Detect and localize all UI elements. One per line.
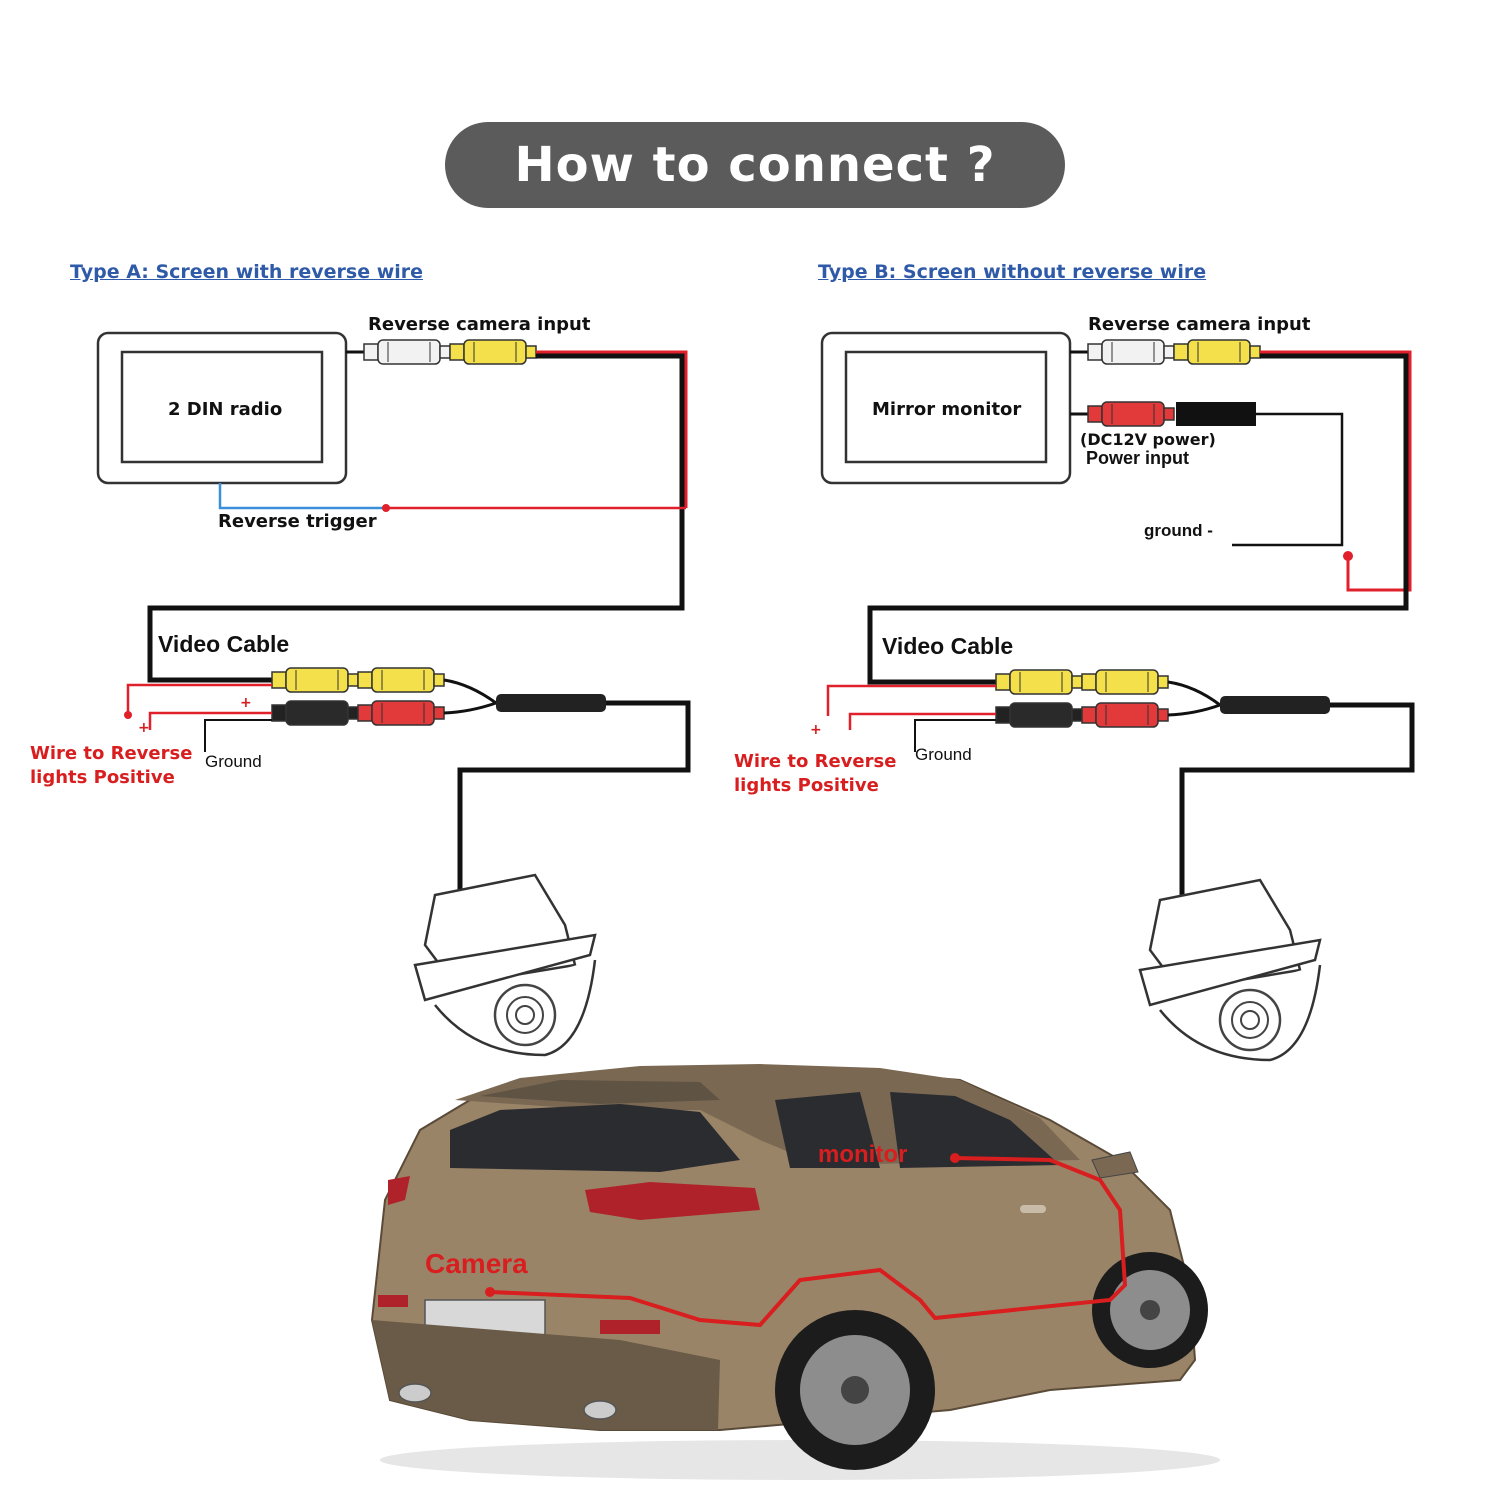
camera-b-icon <box>1138 878 1322 1062</box>
camera-plug-b <box>1220 696 1330 714</box>
type-b-wire-line1: Wire to Reverse <box>734 751 897 772</box>
car-illustration <box>370 1064 1220 1480</box>
type-a-plus-1: + <box>240 695 252 711</box>
type-a-input-label: Reverse camera input <box>368 314 591 335</box>
type-b-wire-label: Wire to Reverse lights Positive <box>734 750 896 798</box>
dc-plug <box>1176 402 1256 426</box>
type-a-heading: Type A: Screen with reverse wire <box>70 261 424 283</box>
type-a-device-label: 2 DIN radio <box>168 399 283 420</box>
monitor-label: monitor <box>818 1141 908 1168</box>
type-a-wire-line2: lights Positive <box>30 767 175 788</box>
camera-plug <box>496 694 606 712</box>
rca-red-power-b <box>1087 401 1175 427</box>
type-a-wire-label: Wire to Reverse lights Positive <box>30 742 192 790</box>
camera-to-monitor-route <box>489 1156 1128 1328</box>
video-cable-path <box>147 353 685 683</box>
rca-yellow-connector-b <box>1173 339 1261 365</box>
rca-yellow-connector <box>449 339 537 365</box>
type-b-input-label: Reverse camera input <box>1088 314 1311 335</box>
camera-label: Camera <box>425 1248 528 1279</box>
rca-yellow-video-b1 <box>995 669 1083 695</box>
blue-trigger-wire <box>218 483 386 510</box>
rca-red-power <box>357 700 445 726</box>
rca-red-power-b2 <box>1081 702 1169 728</box>
rca-yellow-video-2 <box>357 667 445 693</box>
rca-yellow-video-b2 <box>1081 669 1169 695</box>
type-a-ground-label: Ground <box>205 752 262 771</box>
monitor-screen <box>844 350 1048 464</box>
type-b-device-label: Mirror monitor <box>872 399 1022 420</box>
type-b-video-cable-label: Video Cable <box>882 633 1014 659</box>
type-b-ground-minus: ground - <box>1144 521 1213 540</box>
type-b-plus-1: + <box>810 722 822 738</box>
radio-screen <box>120 350 324 464</box>
rca-white-connector-b <box>1087 339 1175 365</box>
type-b-diagram <box>820 331 1415 1062</box>
type-a-diagram <box>96 331 691 1057</box>
type-b-heading: Type B: Screen without reverse wire <box>818 261 1207 283</box>
page-title: How to connect ? <box>514 137 996 193</box>
rca-yellow-video-1 <box>271 667 359 693</box>
camera-a-icon <box>413 873 597 1057</box>
type-a-trigger-label: Reverse trigger <box>218 511 377 532</box>
title-banner: How to connect ? <box>445 122 1065 208</box>
type-a-plus-2: + <box>138 720 150 736</box>
rca-white-connector <box>363 339 451 365</box>
rca-black-power-b <box>995 702 1083 728</box>
red-wire <box>536 350 688 508</box>
type-a-video-cable-label: Video Cable <box>158 631 290 657</box>
type-b-power-line1: (DC12V power) <box>1080 430 1216 449</box>
type-a-wire-line1: Wire to Reverse <box>30 743 193 764</box>
type-b-power-line2: Power input <box>1086 448 1189 468</box>
type-b-wire-line2: lights Positive <box>734 775 879 796</box>
rca-black-power <box>271 700 359 726</box>
type-b-ground-label: Ground <box>915 745 972 764</box>
